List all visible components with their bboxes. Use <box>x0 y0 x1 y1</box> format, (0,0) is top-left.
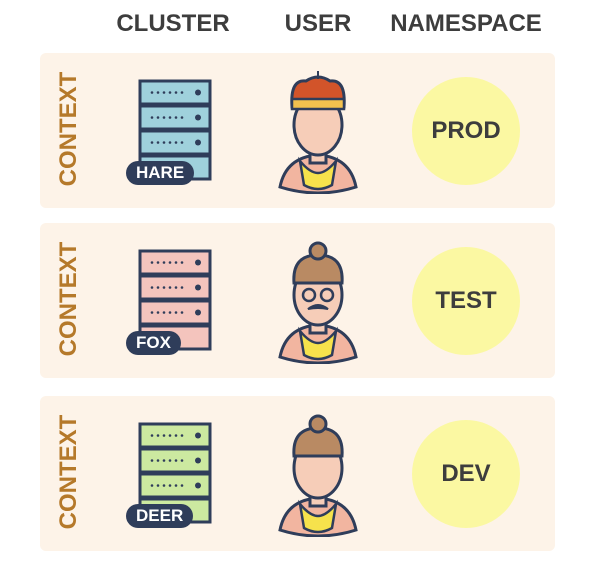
namespace-circle: TEST <box>412 247 520 355</box>
king-user-icon <box>276 69 360 195</box>
cluster-badge: FOX <box>126 331 181 355</box>
context-label: CONTEXT <box>55 241 82 357</box>
context-panel: CONTEXT DEER DEV <box>40 396 555 551</box>
namespace-circle: DEV <box>412 420 520 528</box>
namespace-circle: PROD <box>412 77 520 185</box>
header-user: USER <box>284 10 352 37</box>
namespace-label: TEST <box>435 287 497 314</box>
cluster-badge: HARE <box>126 161 195 185</box>
context-label: CONTEXT <box>55 414 82 530</box>
context-panel: CONTEXT HARE PROD <box>40 53 555 208</box>
namespace-label: PROD <box>431 117 501 144</box>
bun-user-icon <box>276 412 360 538</box>
header-namespace: NAMESPACE <box>390 10 542 37</box>
context-label: CONTEXT <box>55 71 82 187</box>
namespace-label: DEV <box>441 460 491 487</box>
mustache-user-icon <box>276 239 360 365</box>
header-cluster: CLUSTER <box>116 10 230 37</box>
context-panel: CONTEXT FOX TEST <box>40 223 555 378</box>
cluster-badge: DEER <box>126 504 194 528</box>
